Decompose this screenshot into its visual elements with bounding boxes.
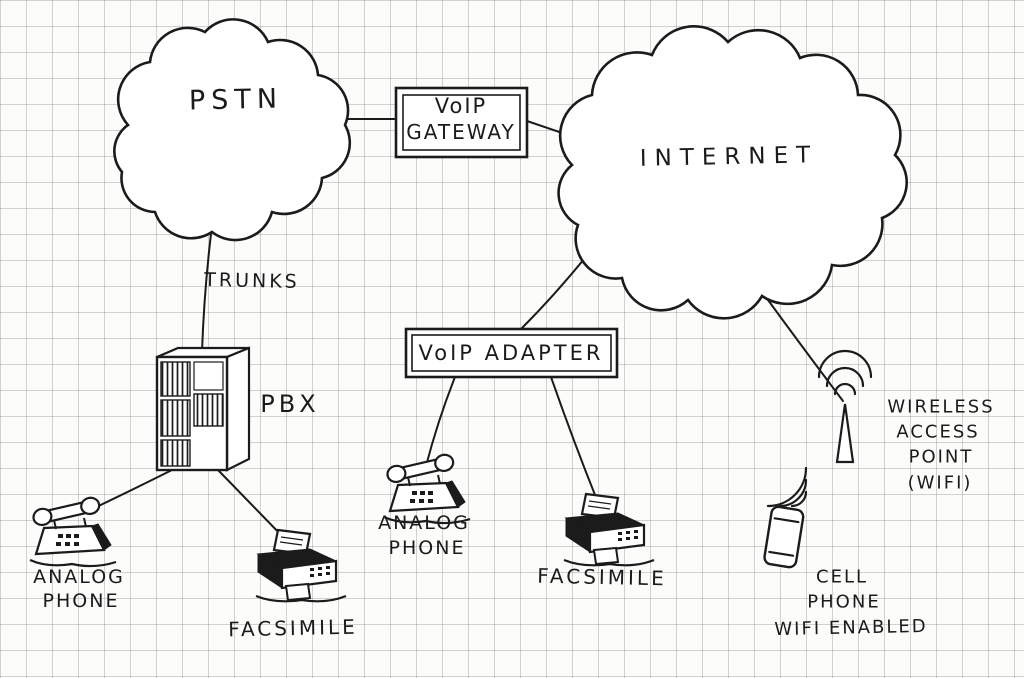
internet-label: INTERNET [639, 142, 819, 172]
voip-adapter-label: VoIP ADAPTER [418, 341, 604, 365]
edge-internet-adapter [520, 252, 590, 330]
cell-phone-label-line3: WIFI ENABLED [774, 615, 928, 641]
voip-adapter-box [404, 327, 619, 379]
voip-gateway-box [394, 86, 529, 159]
facsimile-left-label: FACSIMILE [228, 614, 358, 642]
wap-label-line3: POINT [908, 446, 974, 468]
edge-pbx-facsimile [217, 469, 287, 541]
pstn-cloud [113, 18, 352, 242]
edge-internet-wap [767, 299, 844, 402]
wifi-access-point-icon [817, 349, 873, 464]
facsimile-icon-mid [562, 492, 656, 567]
voip-gateway-label-line1: VoIP [434, 94, 488, 118]
analog-phone-left-label-line2: PHONE [42, 590, 120, 612]
analog-phone-icon-left [28, 494, 118, 568]
cell-phone-label-line1: CELL [816, 566, 868, 588]
facsimile-icon-left [254, 528, 348, 603]
cell-phone-icon [763, 466, 808, 569]
wap-label-line2: ACCESS [896, 421, 980, 443]
analog-phone-left-label-line1: ANALOG [33, 566, 125, 588]
pbx-label: PBX [260, 390, 320, 418]
trunks-label: TRUNKS [204, 269, 300, 293]
analog-phone-mid-label-line1: ANALOG [378, 512, 470, 534]
edge-pbx-analog-phone [87, 469, 173, 512]
wifi-signal-arcs [790, 490, 808, 508]
edge-adapter-analog-phone [425, 376, 456, 467]
internet-cloud [557, 25, 908, 320]
analog-phone-mid-label-line2: PHONE [388, 537, 466, 559]
edge-pstn-pbx-trunks [201, 233, 212, 353]
pstn-label: PSTN [188, 83, 284, 117]
wap-label-line1: WIRELESS [887, 396, 995, 418]
edge-adapter-facsimile [550, 376, 598, 501]
facsimile-mid-label: FACSIMILE [537, 563, 667, 591]
wap-label-line4: (WIFI) [907, 472, 973, 494]
cell-phone-label-line2: PHONE [807, 591, 881, 613]
voip-gateway-label-line2: GATEWAY [406, 120, 516, 144]
pbx-cabinet-icon [155, 346, 251, 472]
